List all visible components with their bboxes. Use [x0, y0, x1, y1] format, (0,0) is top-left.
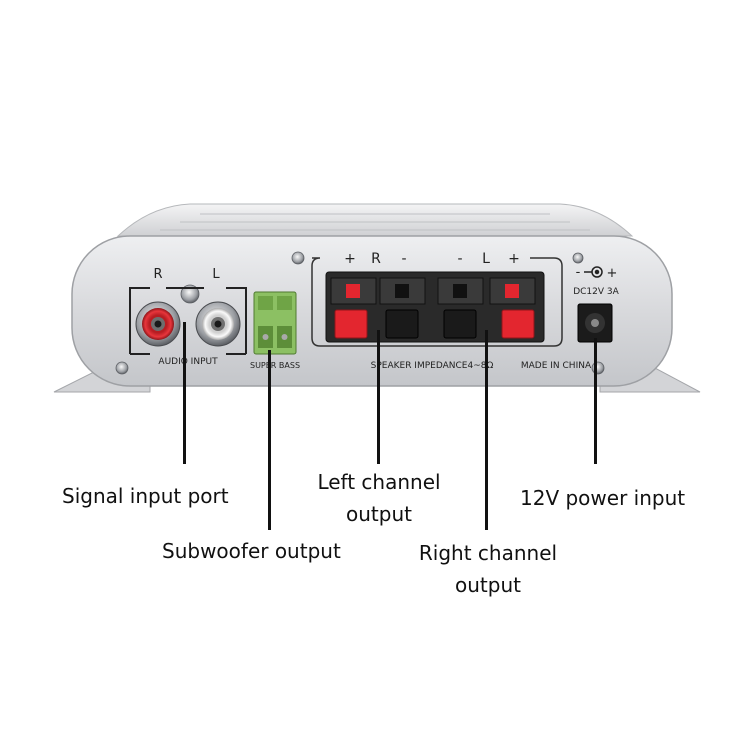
- speaker-clip-l-plus[interactable]: [489, 277, 536, 339]
- dc-polarity-icon: [584, 266, 603, 278]
- callout-right-channel-line1: Right channel: [418, 541, 558, 565]
- dc-power-section: - + DC12V 3A: [573, 265, 619, 297]
- label-l: L: [212, 267, 220, 282]
- callout-left-channel: Left channel output: [306, 466, 452, 530]
- callout-signal-input: Signal input port: [62, 484, 229, 508]
- top-heatsink-ridges: [160, 213, 590, 231]
- label-speaker-impedance: SPEAKER IMPEDANCE4~8Ω: [371, 361, 494, 371]
- label-super-bass: SUPER BASS: [250, 361, 300, 370]
- callout-power: 12V power input: [520, 486, 686, 510]
- callout-left-channel-line1: Left channel: [317, 470, 441, 494]
- label-speaker-r: R: [371, 251, 381, 267]
- callout-left-channel-line2: output: [346, 502, 412, 526]
- audio-input-section: R L AUDIO INPUT: [129, 267, 247, 367]
- label-speaker-plus-l: +: [508, 251, 520, 267]
- label-speaker-minus-l: -: [457, 251, 462, 267]
- label-audio-input: AUDIO INPUT: [158, 357, 218, 367]
- leader-power: [594, 338, 597, 464]
- dc-power-jack[interactable]: [577, 303, 613, 343]
- label-dc-minus: -: [576, 265, 581, 280]
- callout-right-channel-line2: output: [455, 573, 521, 597]
- label-made-in: MADE IN CHINA: [521, 361, 592, 371]
- callout-subwoofer: Subwoofer output: [162, 539, 341, 563]
- leader-left-channel: [377, 330, 380, 464]
- rca-jack-left[interactable]: [195, 301, 241, 347]
- speaker-clip-l-minus[interactable]: [437, 277, 484, 339]
- label-dc-plus: +: [607, 266, 618, 281]
- speaker-clip-r-plus[interactable]: [330, 277, 377, 339]
- rca-jack-right[interactable]: [135, 301, 181, 347]
- label-speaker-l: L: [482, 251, 490, 267]
- leader-right-channel: [485, 330, 488, 530]
- label-speaker-plus-r: +: [344, 251, 356, 267]
- label-dc-rating: DC12V 3A: [573, 287, 619, 297]
- leader-signal-input: [183, 322, 186, 464]
- housing-top: [116, 203, 634, 237]
- speaker-section: + R - - L + SPEAKER IMPEDANCE4~8Ω MADE I…: [311, 251, 592, 371]
- subwoofer-terminal[interactable]: SUPER BASS: [250, 291, 300, 370]
- label-speaker-minus-r: -: [401, 251, 406, 267]
- leader-subwoofer: [268, 350, 271, 530]
- speaker-clip-r-minus[interactable]: [379, 277, 426, 339]
- callout-right-channel: Right channel output: [408, 537, 568, 601]
- label-r: R: [153, 267, 162, 282]
